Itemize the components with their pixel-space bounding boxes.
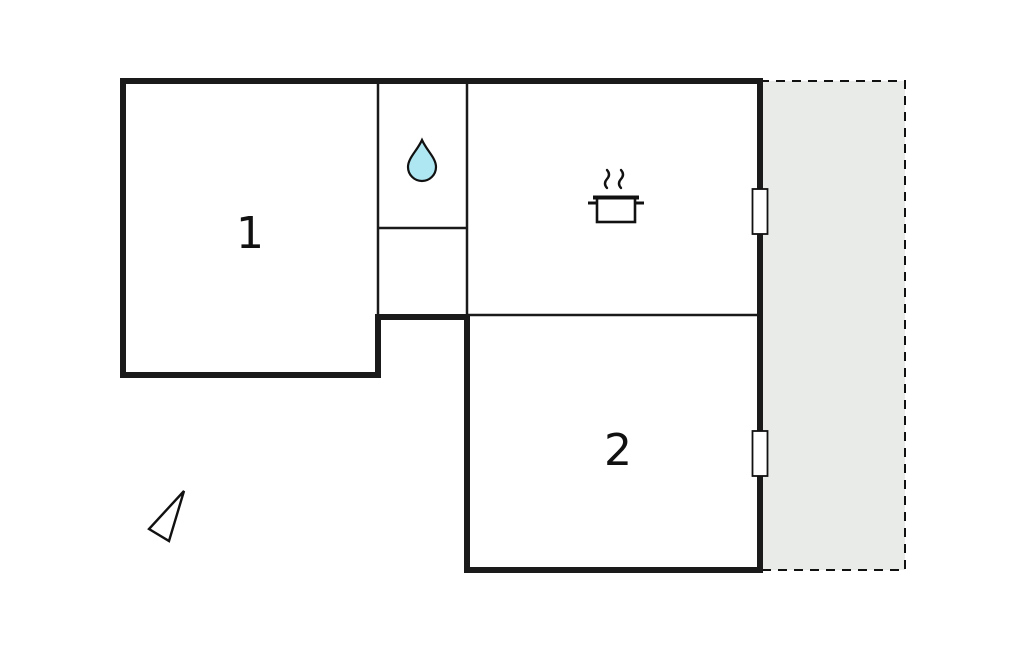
exterior-walls (120, 78, 763, 573)
room-2-label: 2 (604, 425, 632, 476)
room-1-label: 1 (236, 208, 264, 259)
terrace-area (759, 80, 906, 571)
kitchen (588, 168, 644, 224)
room-1: 1 (236, 208, 264, 259)
interior-walls (376, 81, 760, 317)
bathroom (406, 137, 438, 183)
water-drop-icon (406, 137, 438, 183)
window-marker-bottom (751, 430, 769, 477)
north-arrow-icon (147, 490, 186, 543)
pot-body (595, 196, 637, 224)
cooking-pot-icon (588, 168, 644, 224)
window-marker-top (751, 188, 769, 235)
room-2: 2 (604, 425, 632, 476)
steam-lines (603, 168, 625, 190)
